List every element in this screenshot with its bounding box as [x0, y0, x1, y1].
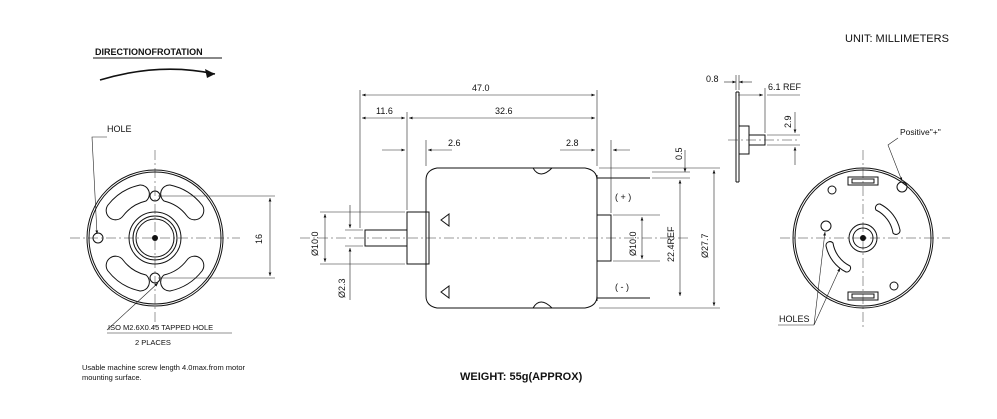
screw-note-line1: Usable machine screw length 4.0max.from … [82, 363, 245, 372]
holes-label: HOLES [779, 314, 810, 324]
dim-47-text: 47.0 [472, 83, 490, 93]
dim-6-1-text: 6.1 REF [768, 82, 802, 92]
weight-label: WEIGHT: 55g(APPROX) [460, 371, 583, 383]
dim-11-6-text: 11.6 [376, 106, 393, 116]
rear-view [780, 150, 950, 330]
dim-32-6-text: 32.6 [495, 106, 513, 116]
minus-terminal-label: ( - ) [615, 282, 629, 292]
tapped-hole-label: ISO M2.6X0.45 TAPPED HOLE [108, 323, 213, 332]
dim-0-5-text: 0.5 [674, 147, 684, 160]
dim-dia10-right-text: Ø10.0 [628, 231, 638, 256]
dim-dia2-3-text: Ø2.3 [337, 278, 347, 298]
places-label: 2 PLACES [135, 338, 171, 347]
dim-2-8-text: 2.8 [566, 138, 579, 148]
hole-label: HOLE [107, 124, 132, 134]
positive-label: Positive"+" [900, 127, 941, 137]
front-view [70, 150, 240, 330]
dim-0-8-text: 0.8 [706, 74, 719, 84]
tapped-hole-leader [106, 282, 159, 331]
positive-leader [887, 137, 903, 182]
holes-leader-1 [813, 231, 827, 326]
side-view [300, 167, 690, 309]
holes-leader-2 [813, 267, 841, 326]
unit-label: UNIT: MILLIMETERS [845, 33, 949, 45]
direction-of-rotation-title: DIRECTIONOFROTATION [95, 47, 203, 57]
plus-terminal-label: ( + ) [615, 192, 631, 202]
rotation-arrow-head [205, 69, 215, 78]
dim-2-6-text: 2.6 [448, 138, 461, 148]
dim-2-9-text: 2.9 [783, 115, 793, 128]
screw-note-line2: mounting surface. [82, 373, 142, 382]
hole-leader [91, 136, 107, 235]
terminal-detail [728, 91, 800, 183]
dim-16-text: 16 [254, 234, 264, 244]
dim-dia27-7-text: Ø27.7 [700, 233, 710, 258]
dim-dia10-left-text: Ø10.0 [310, 231, 320, 256]
dim-22-4-text: 22.4REF [666, 226, 676, 262]
rotation-arrow [99, 68, 216, 81]
